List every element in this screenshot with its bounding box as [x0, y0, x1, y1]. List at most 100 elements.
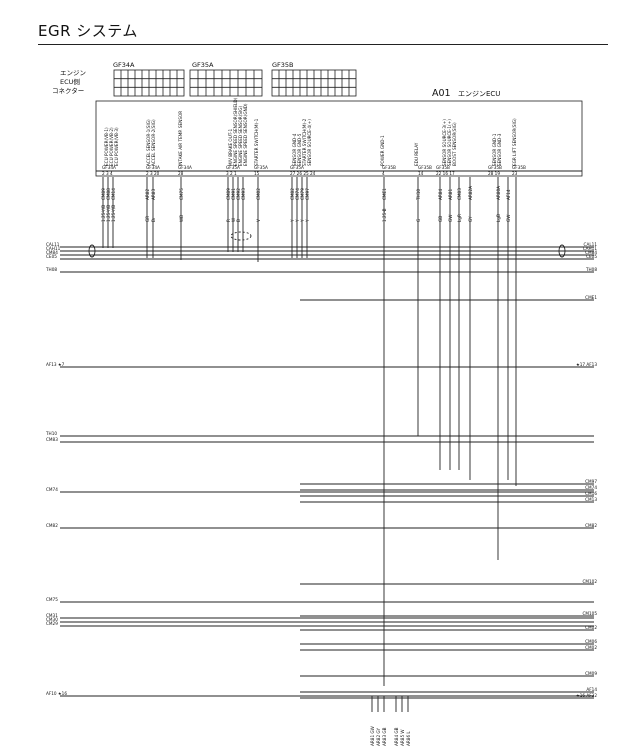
function-label: SENSOR SOURCE-1(+) — [447, 119, 452, 166]
ecu-name-sub: エンジンECU — [458, 90, 500, 98]
pin-connector-id: GF34A — [146, 165, 160, 170]
connector-id-gf35b: GF35B — [272, 61, 294, 69]
connector-id-gf35a: GF35A — [192, 61, 214, 69]
right-signal-label: CM105 — [582, 611, 597, 616]
wire-color: 1.25-Y/B — [106, 205, 111, 222]
connector-grid-lines — [114, 70, 356, 96]
wire-color: Y — [300, 219, 305, 223]
pin-connector-id: GF35B — [382, 165, 396, 170]
wire-color: GR — [145, 216, 150, 222]
left-signal-label: CM31 — [46, 613, 58, 618]
function-label: ACCEL SENSOR-1(SIG) — [146, 119, 151, 166]
function-label: BOOST SENSOR(SIG) — [452, 122, 457, 166]
right-signal-label: CAH11 — [583, 246, 598, 251]
pin-connector-id: GF35B — [418, 165, 432, 170]
connector-faces: GF34A GF35A GF35B — [113, 61, 357, 97]
function-label: SENSOR GND-4 — [292, 133, 297, 166]
right-signal-label: CM16 — [585, 491, 597, 496]
left-signal-label: CAH11 — [46, 246, 61, 251]
left-signal-label: CE05 — [46, 254, 57, 259]
right-signal-label: CM84 — [585, 250, 597, 255]
wire-code: CM89 — [101, 188, 106, 200]
twisted-pair-marker-right — [558, 244, 566, 258]
function-label: STARTER SWITCH(M)-2 — [302, 118, 307, 166]
left-signal-label: CM29 — [46, 621, 58, 626]
pin-connector-id: GF35B — [512, 165, 526, 170]
right-signal-label: ★17 AF13 — [576, 362, 597, 367]
right-signal-label: CE05 — [586, 254, 597, 259]
bottom-wire-label: AR84 GB — [394, 727, 399, 746]
right-signal-label: CM102 — [582, 579, 597, 584]
pin-numbers: 22 16 17 — [436, 171, 455, 176]
wire-color: LgR — [457, 214, 462, 222]
wire-color: 1.25-B — [382, 208, 387, 222]
right-signal-label: AF14 — [586, 687, 597, 692]
right-signal-label: CM09 — [585, 671, 597, 676]
left-signal-label: CM30 — [46, 617, 58, 622]
pin-numbers: 27 26 25 24 — [290, 171, 316, 176]
wire-color: Y — [305, 219, 310, 223]
left-signal-label: TH08 — [45, 267, 57, 272]
function-label: ENGINE SPEED SENSOR(SIG) — [238, 106, 243, 166]
pin-numbers: 2 3 4 — [102, 171, 113, 176]
right-signal-label: CAL11 — [584, 242, 598, 247]
right-signal-label: CM97 — [585, 479, 597, 484]
pin-connector-id: GF34A — [102, 165, 116, 170]
function-label: ENGINE SPEED SENSOR(SHIELD) — [233, 97, 238, 166]
horizontal-wires — [60, 246, 594, 699]
wire-color: V — [256, 219, 261, 222]
vertical-wires — [102, 177, 517, 686]
wire-color: Y — [295, 219, 300, 223]
wire-code: CM82 — [290, 188, 295, 200]
wire-code: CM97 — [305, 188, 310, 200]
wire-code: AR80A — [496, 186, 501, 200]
page-title: EGR システム — [38, 22, 138, 40]
bottom-wire-label: AR85 W — [400, 729, 405, 746]
left-signal-label: CM84 — [46, 250, 58, 255]
connector-face-gf35a — [189, 69, 263, 97]
wire-color: R — [226, 219, 231, 222]
pin-connector-id: GF35B — [436, 165, 450, 170]
right-signal-label: TH08 — [585, 267, 597, 272]
pin-connector-id: GF35A — [290, 165, 304, 170]
right-signal-label: CM06 — [585, 639, 597, 644]
pin-numbers: 28 — [178, 171, 184, 176]
ecu-side-label-line-2: ECU側 — [60, 78, 80, 86]
bottom-wire-label: AR83 GB — [382, 727, 387, 746]
right-signal-label: CM02 — [585, 625, 597, 630]
wire-code: AR82 — [145, 189, 150, 200]
pin-numbers: 14 — [418, 171, 424, 176]
wire-code: CM79 — [300, 188, 305, 200]
wire-code: CM83 — [457, 188, 462, 200]
wire-color: Br — [151, 217, 156, 222]
wire-color: 1.25-Y/B — [101, 205, 106, 222]
right-signal-label: CM02 — [585, 645, 597, 650]
function-label: SENSOR GND-1 — [492, 133, 497, 166]
wire-color: LgB — [496, 214, 501, 222]
ecu-function-labels: ECU POWER(VB-1)ECU POWER(VB-2)ECU POWER(… — [104, 97, 517, 166]
function-label: ACCEL SENSOR-2(SIG) — [151, 119, 156, 166]
wire-code: CM75 — [179, 188, 184, 200]
function-label: SENSOR GND-5 — [297, 133, 302, 166]
wire-code: AR82A — [468, 186, 473, 200]
wire-color: W — [231, 218, 236, 222]
ecu-box — [95, 100, 583, 177]
wire-color: GW — [506, 215, 511, 222]
bottom-wire-label: AR81 GW — [370, 726, 375, 746]
pin-connector-id: GF34A — [178, 165, 192, 170]
pin-numbers: 4 — [382, 171, 385, 176]
pin-connector-id: GF35A — [254, 165, 268, 170]
bottom-wire-label: AR86 L — [406, 731, 411, 746]
wire-code: CME1 — [382, 188, 387, 200]
function-label: STARTER SWITCH(M)-1 — [254, 118, 259, 166]
wire-code: CM02 — [256, 188, 261, 200]
wire-code: CM74 — [295, 188, 300, 200]
function-label: ECU POWER(VB-2) — [109, 127, 114, 166]
pin-numbers: 3 2 1 — [226, 171, 237, 176]
wire-color: Y — [290, 219, 295, 223]
pin-numbers: 23 — [512, 171, 518, 176]
